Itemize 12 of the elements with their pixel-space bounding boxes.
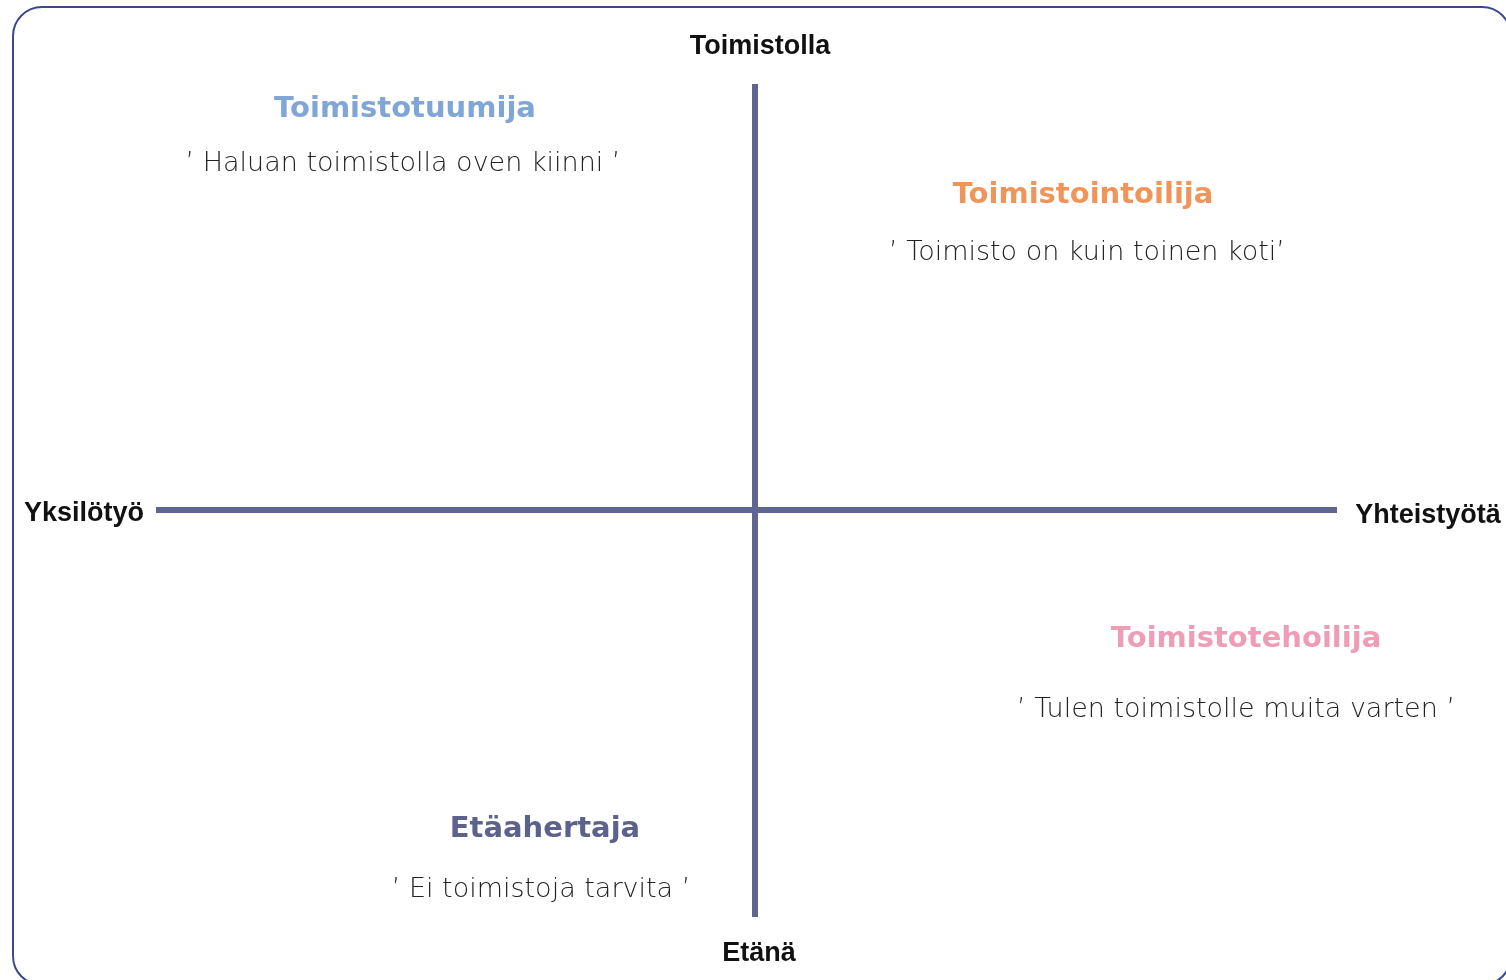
axis-label: Etänä <box>722 936 796 968</box>
quote-text: ’ Haluan toimistolla oven kiinni ’ <box>185 145 621 177</box>
persona-title: Toimistotuumija <box>274 90 536 124</box>
quote-text: ’ Toimisto on kuin toinen koti’ <box>889 234 1285 266</box>
persona-title: Toimistotehoilija <box>1110 620 1382 654</box>
persona-title: Etäahertaja <box>449 810 641 844</box>
quote-text: ’ Ei toimistoja tarvita ’ <box>391 871 691 903</box>
axis-label: Yksilötyö <box>24 496 144 528</box>
quote-text: ’ Tulen toimistolle muita varten ’ <box>1017 691 1455 723</box>
persona-title: Toimistointoilija <box>952 176 1214 210</box>
axis-label: Yhteistyötä <box>1355 498 1501 530</box>
axis-label: Toimistolla <box>689 29 831 61</box>
